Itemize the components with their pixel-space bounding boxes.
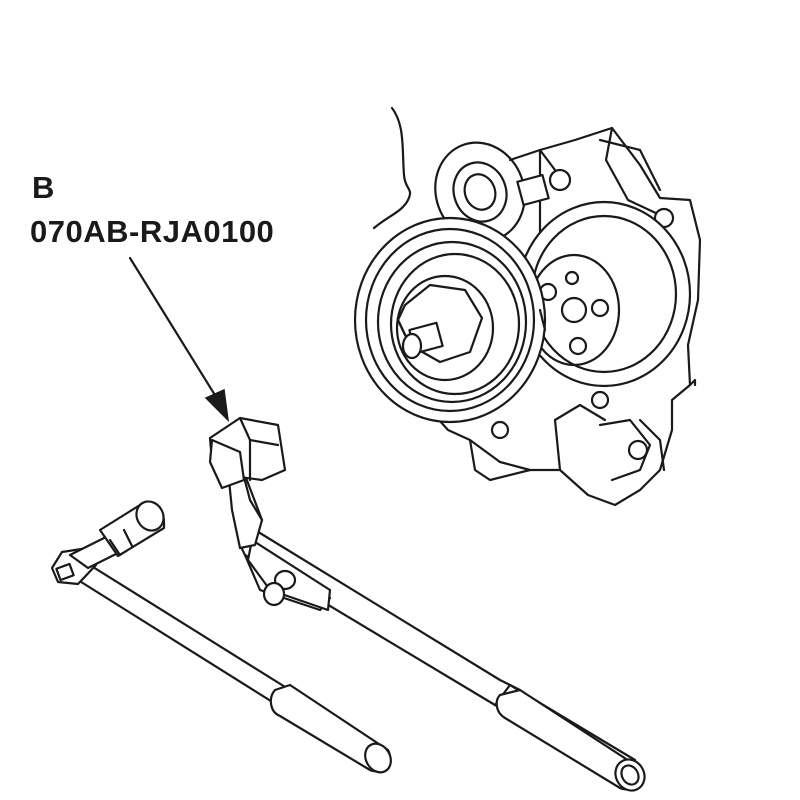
callout-part-number: 070AB-RJA0100 (30, 214, 275, 249)
pulley-holder-tool (208, 416, 646, 792)
callout-leader-arrow (128, 256, 230, 423)
water-pump-pulley (516, 200, 692, 388)
callout-letter: B (32, 170, 55, 205)
engine-assembly (353, 106, 702, 507)
crankshaft-pulley (353, 216, 547, 424)
socket-wrench (50, 500, 392, 774)
idler-pulley (434, 141, 557, 243)
